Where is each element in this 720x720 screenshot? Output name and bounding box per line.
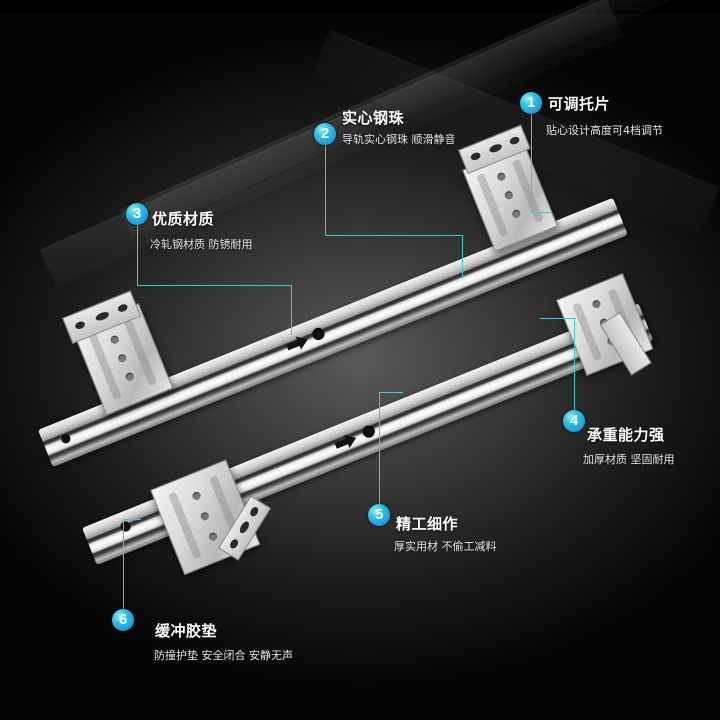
callout-4-badge: 4 [563,410,585,432]
callout-5-subtitle: 厚实用材 不偷工减料 [394,540,497,553]
callout-1-title: 可调托片 [548,95,611,113]
callout-5-line [379,392,380,504]
callout-2-badge: 2 [314,123,336,145]
callout-6-title: 缓冲胶垫 [155,622,218,640]
callout-3-line [137,285,291,286]
callout-6-line [123,519,124,609]
callout-3-subtitle: 冷轧钢材质 防锈耐用 [150,238,253,251]
callout-2-subtitle: 导轨实心钢珠 顺滑静音 [342,133,456,146]
direction-arrow-icon [344,431,359,448]
callout-2-line [325,145,326,235]
callout-5-line [379,392,403,393]
callout-5-title: 精工细作 [396,515,459,533]
callout-3-line [291,285,292,335]
callout-1-badge: 1 [520,92,542,114]
callout-6-badge: 6 [112,609,134,631]
callout-6-line [123,519,141,520]
callout-5-badge: 5 [368,504,390,526]
callout-2-line [325,235,463,236]
callout-2-title: 实心钢珠 [342,109,405,127]
callout-4-line [540,318,576,319]
callout-1-line [531,114,532,212]
callout-3-line [137,225,138,285]
callout-1-line [531,212,551,213]
callout-1-subtitle: 贴心设计高度可4档调节 [546,124,663,137]
callout-4-line [574,318,575,410]
callout-4-subtitle: 加厚材质 坚固耐用 [583,453,675,466]
rail-hole [310,326,327,342]
callout-4-title: 承重能力强 [587,426,665,444]
rail-hole [360,423,377,440]
callout-3-badge: 3 [126,203,148,225]
callout-6-subtitle: 防撞护垫 安全闭合 安静无声 [154,649,293,662]
callout-3-title: 优质材质 [152,210,215,228]
rail-end-hole [59,432,72,445]
rail-end-hole [119,520,133,534]
direction-arrow-icon [295,332,311,350]
top-dark-band [0,0,720,14]
callout-2-line [462,235,463,279]
